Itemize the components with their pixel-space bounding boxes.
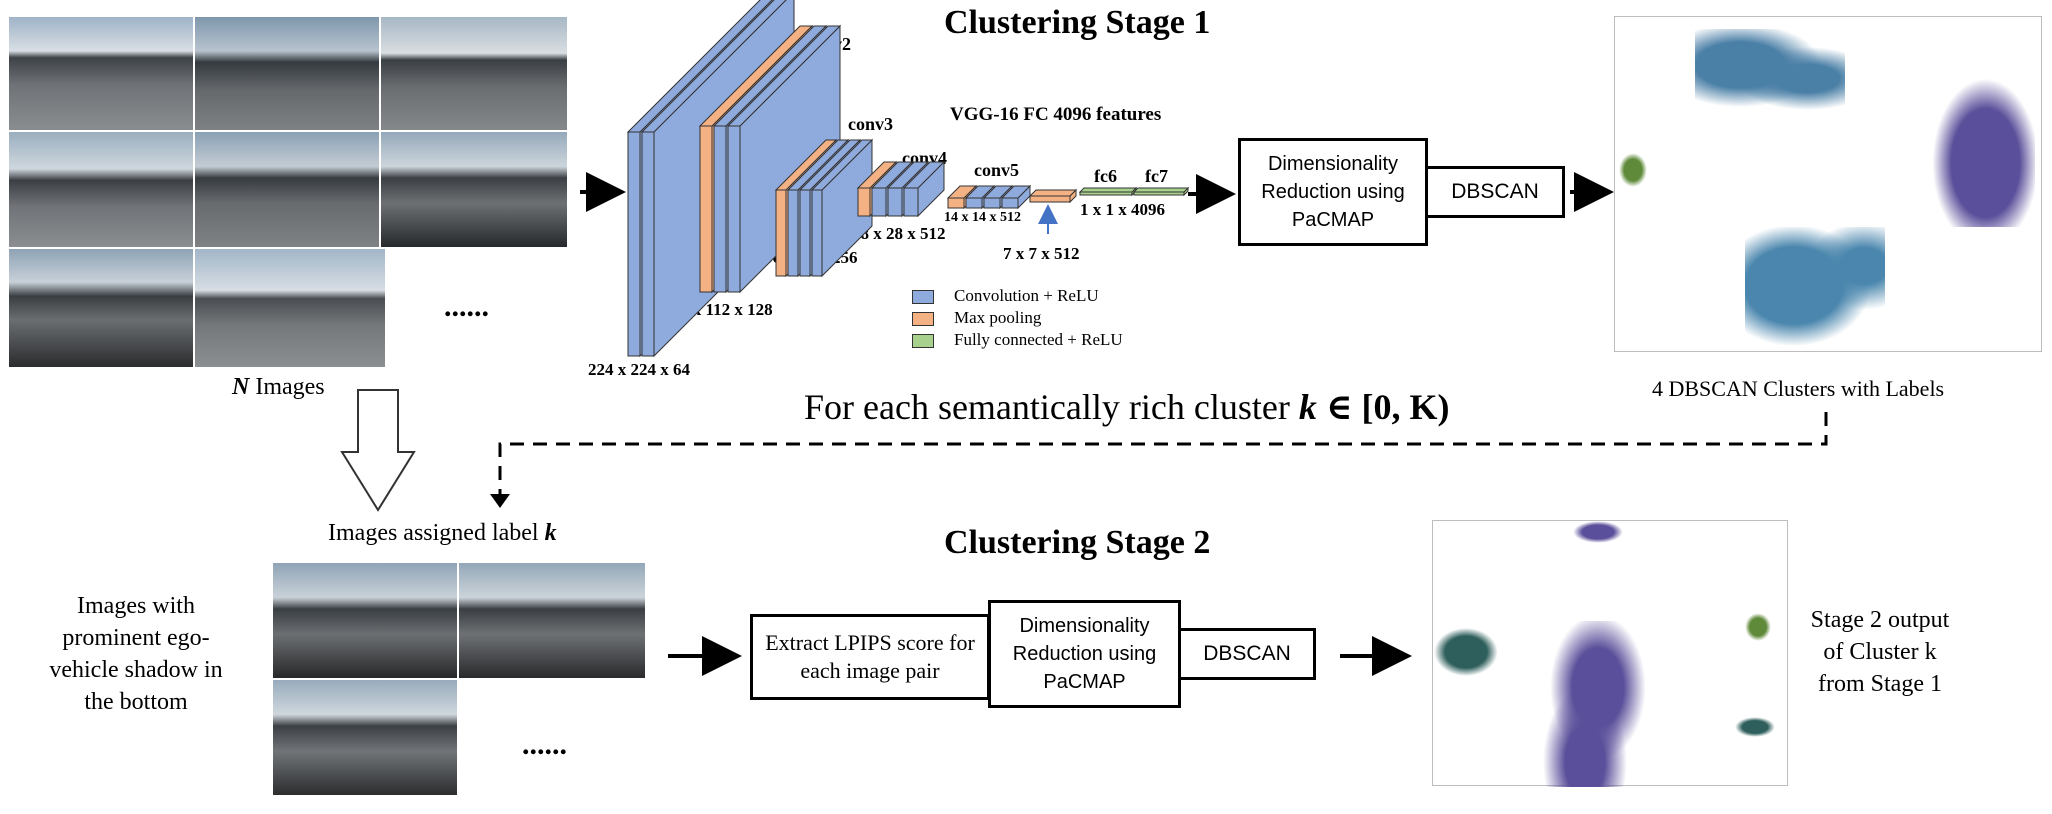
stage2-title: Clustering Stage 2 (944, 524, 1211, 561)
pool5-slab-front (1029, 195, 1071, 203)
fc6-slab-front (1079, 191, 1133, 196)
conv3-slab-front (811, 189, 823, 277)
conv5-slab-front (983, 197, 1001, 209)
stage2-dimred-box: Dimensionality Reduction using PaCMAP (988, 600, 1181, 708)
loop-text: For each semantically rich cluster k ∈ [… (804, 386, 1449, 428)
input-caption-text: Images (255, 374, 325, 400)
conv3-slab-front (799, 189, 811, 277)
cluster-blob-green-right (1745, 613, 1771, 641)
fc7-slab (1132, 186, 1190, 197)
pool5-slab (1028, 188, 1078, 204)
conv4-slab-front (903, 187, 919, 217)
pool1-slab-front (699, 125, 713, 293)
legend-swatch-pool (912, 312, 934, 326)
stage1-dimred-box: Dimensionality Reduction using PaCMAP (1238, 138, 1428, 246)
road-image (194, 16, 380, 131)
cluster-blob-purple-top (1573, 521, 1623, 543)
hollow-down-arrow (340, 389, 416, 512)
stage2-dbscan-box: DBSCAN (1178, 628, 1316, 680)
legend-label: Max pooling (954, 308, 1042, 327)
conv1-slab-front (641, 131, 655, 357)
pool2-slab-front (775, 189, 787, 277)
legend-swatch-fc (912, 334, 934, 348)
legend-swatch-conv (912, 290, 934, 304)
stage1-dbscan-box: DBSCAN (1425, 166, 1565, 218)
conv4-slab-front (887, 187, 903, 217)
fc7-slab-front (1133, 191, 1185, 196)
conv5-slab-front (965, 197, 983, 209)
dim-1-label: 1 x 1 x 4096 (1080, 200, 1165, 219)
dim-28-label: 28 x 28 x 512 (852, 224, 946, 243)
vgg-title: VGG-16 FC 4096 features (950, 104, 1162, 125)
fc7-slab-top (1132, 187, 1190, 193)
legend-label: Fully connected + ReLU (954, 330, 1123, 349)
conv5-slab-front (1001, 197, 1019, 209)
loop-set: ∈ [0, K) (1325, 387, 1450, 427)
conv1-slab-front (627, 131, 641, 357)
assigned-label-caption: Images assigned label k (328, 520, 557, 547)
fc6-label: fc6 (1094, 166, 1117, 186)
loop-var: k (1298, 387, 1317, 427)
conv2-slab-front (713, 125, 727, 293)
road-image (194, 131, 380, 248)
stage2-side-note: Images with prominent ego-vehicle shadow… (49, 593, 223, 715)
dim-7-label: 7 x 7 x 512 (1003, 244, 1080, 263)
cluster-blob-teal-left (1433, 627, 1499, 677)
fc6-slab (1078, 186, 1138, 197)
fc6-slab-top (1078, 187, 1138, 193)
cluster-blob-purple-center (1533, 621, 1663, 787)
cluster-blob-blue-bottom (1745, 227, 1885, 357)
legend-label: Convolution + ReLU (954, 286, 1099, 305)
dim-14-label: 14 x 14 x 512 (944, 210, 1021, 225)
stage2-scatter-plot (1432, 520, 1788, 787)
loop-text-label: For each semantically rich cluster (804, 387, 1290, 427)
conv2-slab (726, 24, 842, 294)
conv3-slab (810, 138, 874, 278)
input-image-grid (8, 16, 568, 368)
input-caption-var: N (232, 374, 250, 400)
input-ellipsis: ...... (444, 290, 489, 323)
conv3-label: conv3 (848, 114, 893, 134)
dashed-loop-arrowhead (490, 494, 510, 508)
conv5-slab (1000, 184, 1032, 210)
conv2-slab-front (727, 125, 741, 293)
road-image (194, 248, 386, 368)
cluster-blob-green-left (1619, 153, 1647, 187)
cluster-blob-teal-right (1735, 717, 1775, 737)
assigned-image-grid (272, 562, 646, 796)
assigned-label-var: k (544, 520, 557, 546)
assigned-ellipsis: ...... (522, 728, 567, 761)
road-image (380, 16, 568, 131)
conv4-slab (902, 160, 946, 218)
dashed-loop-line (498, 412, 1828, 500)
road-image (8, 131, 194, 248)
road-image (272, 679, 458, 796)
stage1-title: Clustering Stage 1 (944, 4, 1211, 41)
cluster-blob-blue-top (1695, 29, 1845, 119)
road-image (8, 16, 194, 131)
input-caption: N Images (232, 374, 325, 401)
road-image (458, 562, 646, 679)
conv3-slab-front (787, 189, 799, 277)
pool3-slab-front (857, 187, 871, 217)
lpips-box: Extract LPIPS score for each image pair (750, 614, 990, 700)
stage2-output-caption: Stage 2 output of Cluster k from Stage 1 (1810, 607, 1950, 697)
fc7-label: fc7 (1145, 166, 1168, 186)
road-image (272, 562, 458, 679)
stage1-scatter-plot (1614, 16, 2042, 357)
assigned-label-text: Images assigned label (328, 520, 539, 546)
cluster-blob-purple-right (1925, 67, 2035, 227)
vgg16-network (626, 0, 1190, 358)
stage1-scatter-caption: 4 DBSCAN Clusters with Labels (1652, 376, 1945, 401)
dim-224-label: 224 x 224 x 64 (588, 360, 690, 379)
conv5-label: conv5 (974, 160, 1019, 180)
road-image (8, 248, 194, 368)
road-image (380, 131, 568, 248)
conv4-slab-front (871, 187, 887, 217)
pool5-slab-top (1028, 189, 1078, 197)
pool4-slab-front (947, 197, 965, 209)
